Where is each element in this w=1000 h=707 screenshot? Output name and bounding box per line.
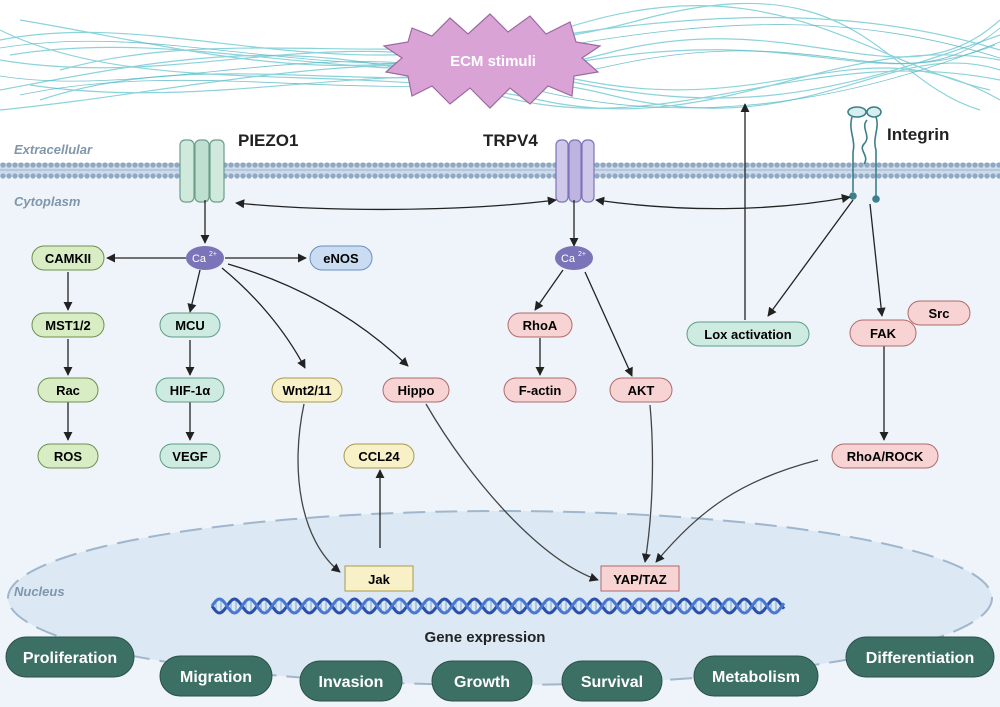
outcome-proliferation: Proliferation (5, 636, 135, 678)
svg-text:Hippo: Hippo (398, 383, 435, 398)
svg-text:HIF-1α: HIF-1α (170, 383, 211, 398)
svg-text:RhoA/ROCK: RhoA/ROCK (847, 449, 924, 464)
trpv4-label: TRPV4 (483, 131, 538, 150)
calcium-ion-trpv4: Ca 2+ (555, 246, 593, 270)
outcome-metabolism: Metabolism (693, 655, 819, 697)
gene-expression-label: Gene expression (425, 629, 546, 646)
trpv4-channel (555, 139, 595, 203)
outcomes: Proliferation Migration Invasion Growth … (5, 636, 995, 702)
node-lox-activation: Lox activation (686, 321, 810, 347)
piezo1-channel (179, 139, 225, 203)
svg-text:Growth: Growth (454, 674, 510, 691)
ecm-stimuli-star: ECM stimuli (382, 13, 602, 109)
svg-text:Wnt2/11: Wnt2/11 (282, 383, 331, 398)
svg-text:CAMKII: CAMKII (45, 251, 91, 266)
svg-text:Jak: Jak (368, 572, 390, 587)
svg-text:Ca: Ca (192, 253, 207, 265)
svg-text:Invasion: Invasion (319, 674, 384, 691)
node-yap-taz: YAP/TAZ (600, 565, 680, 592)
node-src: Src (907, 300, 971, 326)
node-jak: Jak (344, 565, 414, 592)
node-fak: FAK (849, 319, 917, 347)
svg-text:VEGF: VEGF (172, 449, 207, 464)
svg-text:eNOS: eNOS (323, 251, 359, 266)
svg-text:MCU: MCU (175, 318, 205, 333)
node-rhoa: RhoA (507, 312, 573, 338)
svg-text:Src: Src (929, 306, 950, 321)
node-hippo: Hippo (382, 377, 450, 403)
outcome-growth: Growth (431, 660, 533, 702)
calcium-ion-piezo1: Ca 2+ (186, 246, 224, 270)
integrin-receptor (847, 106, 882, 203)
svg-text:ROS: ROS (54, 449, 83, 464)
dna-helix (210, 597, 786, 615)
node-hif1a: HIF-1α (155, 377, 225, 403)
svg-text:RhoA: RhoA (523, 318, 558, 333)
svg-text:2+: 2+ (578, 251, 586, 258)
svg-text:Migration: Migration (180, 669, 252, 686)
node-ros: ROS (37, 443, 99, 469)
svg-text:CCL24: CCL24 (358, 449, 400, 464)
pathway-arrows (63, 103, 889, 582)
svg-text:Lox activation: Lox activation (704, 327, 791, 342)
node-rhoa-rock: RhoA/ROCK (831, 443, 939, 469)
extracellular-label: Extracellular (14, 142, 93, 157)
integrin-label: Integrin (887, 125, 949, 144)
node-mcu: MCU (159, 312, 221, 338)
ecm-label: ECM stimuli (450, 53, 536, 70)
outcome-survival: Survival (561, 660, 663, 702)
node-ccl24: CCL24 (343, 443, 415, 469)
svg-text:MST1/2: MST1/2 (45, 318, 91, 333)
nucleus-label: Nucleus (14, 584, 65, 599)
outcome-differentiation: Differentiation (845, 636, 995, 678)
svg-text:Metabolism: Metabolism (712, 669, 800, 686)
node-mst12: MST1/2 (31, 312, 105, 338)
node-factin: F-actin (503, 377, 577, 403)
svg-text:Survival: Survival (581, 674, 643, 691)
cytoplasm-label: Cytoplasm (14, 194, 81, 209)
node-rac: Rac (37, 377, 99, 403)
svg-text:2+: 2+ (209, 251, 217, 258)
node-camkii: CAMKII (31, 245, 105, 271)
svg-text:Differentiation: Differentiation (866, 650, 974, 667)
outcome-migration: Migration (159, 655, 273, 697)
svg-text:F-actin: F-actin (519, 383, 562, 398)
svg-text:Ca: Ca (561, 253, 576, 265)
svg-text:YAP/TAZ: YAP/TAZ (613, 572, 667, 587)
svg-text:Proliferation: Proliferation (23, 650, 117, 667)
piezo1-label: PIEZO1 (238, 131, 298, 150)
node-vegf: VEGF (159, 443, 221, 469)
svg-text:FAK: FAK (870, 326, 897, 341)
cell-membrane (0, 162, 1000, 179)
svg-text:Rac: Rac (56, 383, 80, 398)
svg-text:AKT: AKT (628, 383, 655, 398)
node-akt: AKT (609, 377, 673, 403)
nucleus-envelope (7, 510, 993, 686)
outcome-invasion: Invasion (299, 660, 403, 702)
node-wnt: Wnt2/11 (271, 377, 343, 403)
node-enos: eNOS (309, 245, 373, 271)
